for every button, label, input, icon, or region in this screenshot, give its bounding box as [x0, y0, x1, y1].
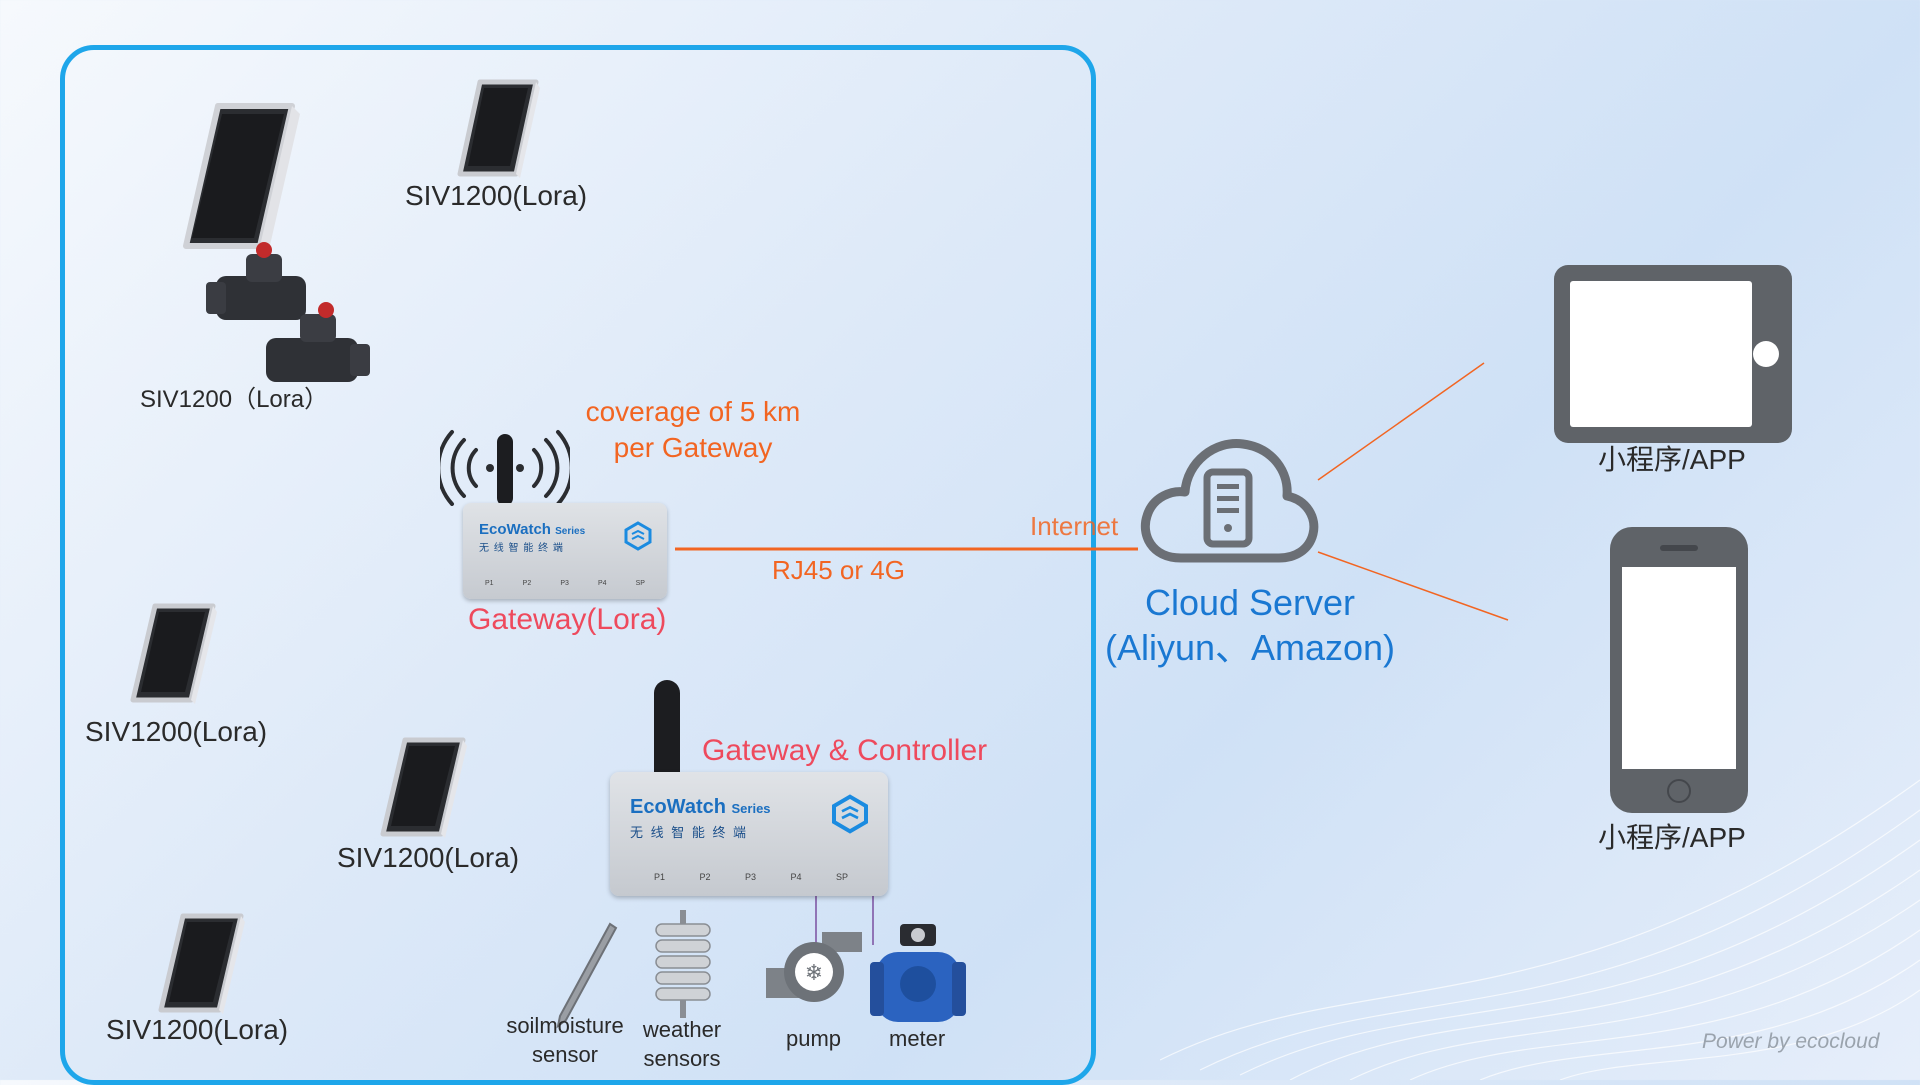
controller-brand: EcoWatch Series: [630, 796, 771, 818]
phone-home-button-icon: [1667, 779, 1691, 803]
pump-label: pump: [786, 1026, 842, 1051]
coverage-text: coverage of 5 km per Gateway: [578, 396, 808, 464]
coverage-line-2: per Gateway: [613, 432, 773, 464]
siv1200-label-bottom-left: SIV1200(Lora): [106, 1014, 289, 1045]
background-wave: [1160, 779, 1920, 1080]
siv1200-valve-mid: [375, 736, 470, 841]
cloud-to-tablet-line: [1317, 362, 1485, 481]
controller-label: Gateway & Controller: [702, 734, 988, 767]
wireless-signal-icon: [440, 426, 570, 506]
tablet-home-button-icon: [1753, 341, 1779, 367]
cloud-server-title: Cloud Server: [1144, 582, 1356, 623]
controller-antenna-icon: [654, 680, 680, 776]
soil-sensor-label: soilmoisture sensor: [506, 1013, 624, 1068]
phone-screen: [1622, 567, 1736, 769]
antenna-icon: [497, 434, 513, 506]
pump-icon: ❄: [762, 928, 872, 1008]
siv1200-valve-top: [452, 78, 542, 180]
footer-credit: Power by ecocloud: [1702, 1030, 1880, 1053]
siv1200-label-cluster: SIV1200（Lora）: [140, 386, 329, 413]
water-meter-icon: [870, 922, 966, 1032]
svg-text:❄: ❄: [805, 961, 823, 986]
soil-moisture-sensor-icon: [550, 920, 620, 1030]
siv1200-valve-mid-left: [125, 602, 220, 707]
valve-body-icon: [206, 242, 370, 382]
phone-speaker: [1660, 545, 1698, 551]
meter-label: meter: [889, 1026, 946, 1051]
phone-device: [1610, 527, 1748, 813]
cloud-to-phone-line: [1317, 551, 1509, 621]
gateway-subtitle: 无 线 智 能 终 端: [479, 543, 564, 554]
siv1200-label-mid: SIV1200(Lora): [337, 842, 520, 873]
weather-sensor-icon: [650, 910, 716, 1020]
cloud-server-icon: [1137, 430, 1319, 570]
tablet-device: [1554, 265, 1792, 443]
coverage-line-1: coverage of 5 km: [585, 396, 801, 427]
cloud-server-providers: (Aliyun、Amazon): [1104, 627, 1396, 669]
internet-label: Internet: [1030, 511, 1119, 541]
phone-app-label: 小程序/APP: [1598, 822, 1746, 853]
link-label: RJ45 or 4G: [772, 555, 905, 585]
gateway-label: Gateway(Lora): [468, 603, 667, 636]
gateway-brand: EcoWatch Series: [479, 521, 586, 538]
tablet-screen: [1570, 281, 1752, 427]
brand-logo-icon: [832, 794, 868, 834]
siv1200-valve-cluster: [160, 100, 380, 390]
tablet-app-label: 小程序/APP: [1598, 444, 1746, 475]
brand-logo-icon: [624, 521, 652, 551]
siv1200-label-top: SIV1200(Lora): [405, 180, 588, 211]
siv1200-label-mid-left: SIV1200(Lora): [85, 716, 268, 747]
cloud-server-label: Cloud Server (Aliyun、Amazon): [1100, 582, 1400, 669]
controller-subtitle: 无 线 智 能 终 端: [630, 825, 749, 840]
siv1200-valve-bottom-left: [153, 912, 248, 1017]
weather-sensor-label: weather sensors: [642, 1017, 722, 1072]
